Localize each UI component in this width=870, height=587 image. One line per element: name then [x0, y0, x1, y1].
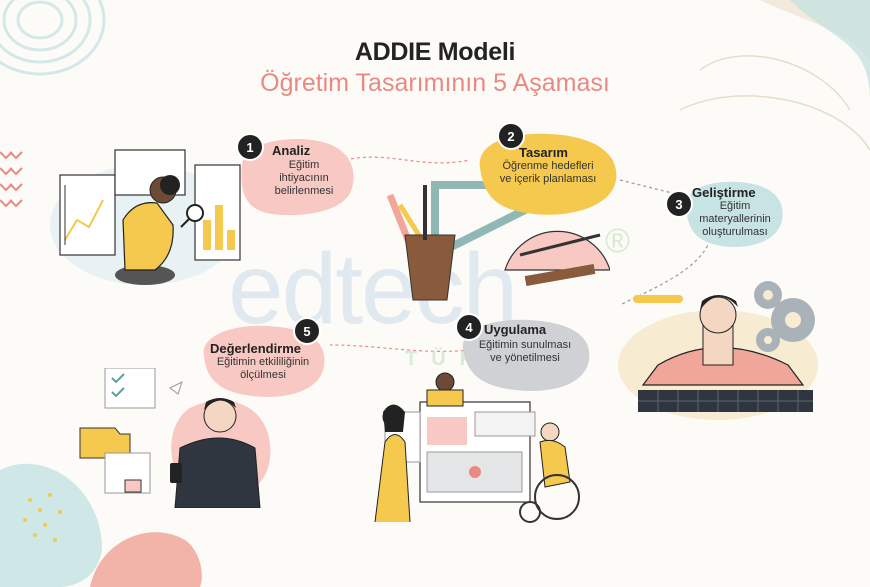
- watermark-registered: ®: [605, 222, 631, 260]
- step-3-desc-line: materyallerinin: [699, 213, 771, 225]
- step-1-bubble: [241, 139, 354, 216]
- step-1-desc-line: belirlenmesi: [274, 185, 334, 197]
- step-5-desc-line: ölçülmesi: [240, 369, 286, 381]
- step-3-number: 3: [665, 190, 693, 218]
- step-5-desc-line: Eğitimin etkililiğinin: [216, 356, 310, 368]
- step-5-bubble: [203, 325, 325, 397]
- step-3-title: Geliştirme: [692, 185, 756, 200]
- step-1-desc: Eğitim ihtiyacının belirlenmesi: [252, 159, 356, 198]
- step-2-desc: Öğrenme hedefleri ve içerik planlaması: [478, 160, 618, 186]
- step-2-bubble: [479, 133, 617, 215]
- step-4-desc-line: Eğitimin sunulması: [478, 339, 572, 351]
- step-5-desc: Eğitimin etkililiğinin ölçülmesi: [200, 356, 326, 382]
- step-4-title: Uygulama: [484, 322, 547, 337]
- step-3-desc-line: oluşturulması: [702, 226, 768, 238]
- evaluation-illustration: [79, 368, 271, 508]
- step-1-desc-line: ihtiyacının: [279, 172, 329, 184]
- development-illustration: [618, 281, 818, 420]
- step-2-number: 2: [497, 122, 525, 150]
- step-2-desc-line: Öğrenme hedefleri: [502, 160, 594, 172]
- step-4-bubble: [462, 319, 590, 391]
- step-2-desc-line: ve içerik planlaması: [499, 173, 597, 185]
- page-subtitle: Öğretim Tasarımının 5 Aşaması: [260, 69, 610, 97]
- step-4-number: 4: [455, 313, 483, 341]
- step-1-number: 1: [236, 133, 264, 161]
- step-3-bubble: [685, 181, 783, 247]
- step-5-title: Değerlendirme: [210, 341, 302, 356]
- step-1-desc-line: Eğitim: [288, 159, 320, 171]
- step-3-desc: Eğitim materyallerinin oluşturulması: [685, 200, 785, 239]
- step-2-title: Tasarım: [519, 145, 568, 160]
- page-title: ADDIE Modeli: [354, 38, 516, 66]
- step-4-desc: Eğitimin sunulması ve yönetilmesi: [462, 339, 588, 365]
- analysis-illustration: [50, 149, 241, 285]
- step-3-desc-line: Eğitim: [719, 200, 751, 212]
- implementation-illustration: [374, 372, 580, 523]
- step-1-title: Analiz: [272, 143, 311, 158]
- step-5-number: 5: [293, 317, 321, 345]
- step-4-desc-line: ve yönetilmesi: [490, 352, 560, 364]
